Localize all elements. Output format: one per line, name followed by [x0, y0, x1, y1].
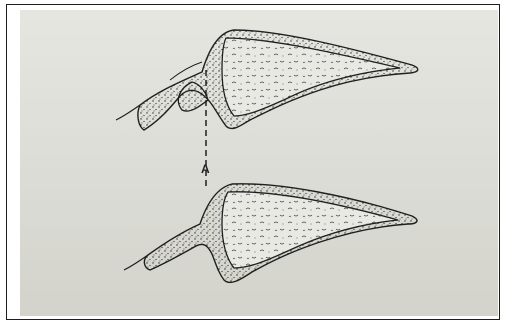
illustration-photo: A: [20, 10, 498, 316]
bone-diagram: [20, 10, 498, 316]
bottom-section-illustration: [124, 184, 417, 283]
figure-label-a: A: [201, 162, 210, 176]
top-section-illustration: [116, 30, 418, 190]
